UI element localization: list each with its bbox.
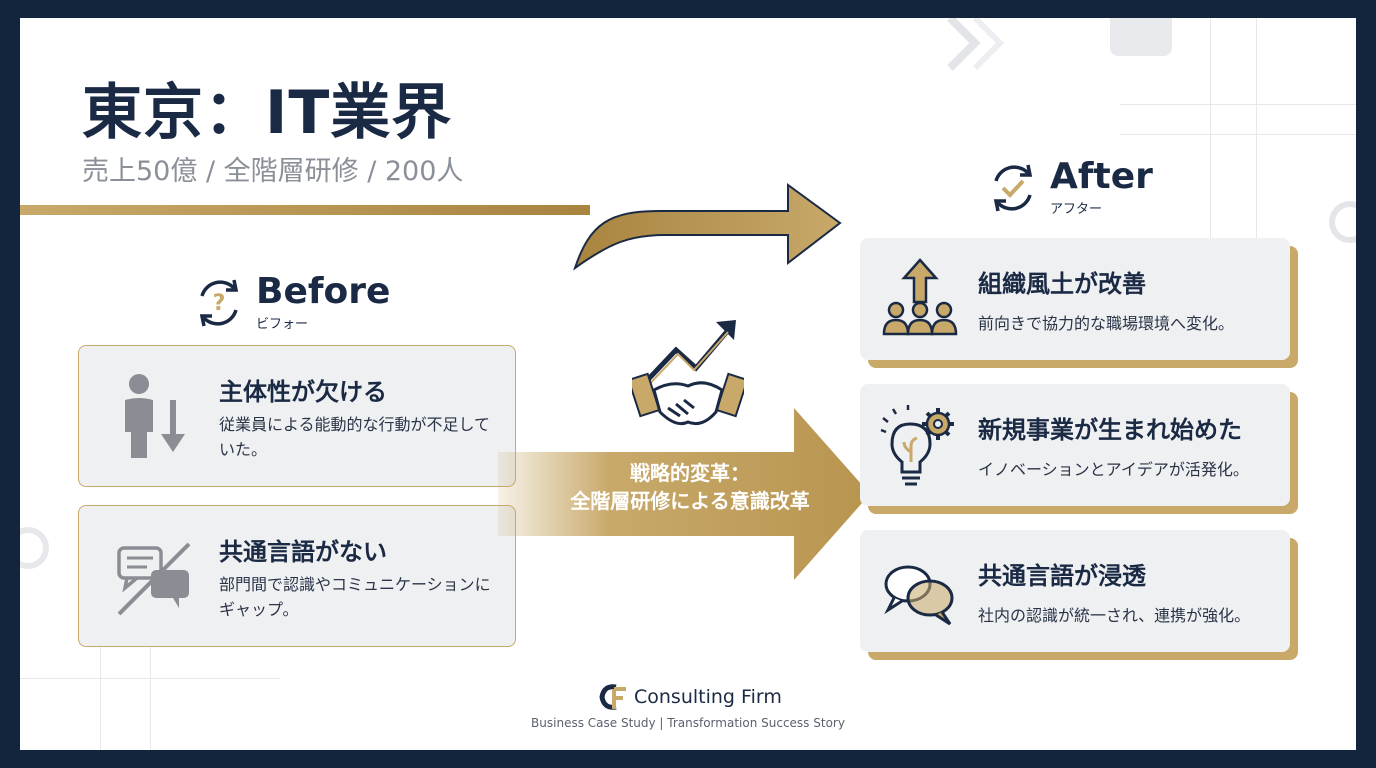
after-card-3: 共通言語が浸透 社内の認識が統一され、連携が強化。 [860, 530, 1290, 652]
page-subtitle: 売上50億 / 全階層研修 / 200人 [82, 156, 464, 187]
card-desc: 前向きで協力的な職場環境へ変化。 [978, 314, 1235, 333]
deco-block [1110, 18, 1172, 56]
card-desc: 従業員による能動的な行動が不足していた。 [219, 415, 491, 459]
page-title: 東京：IT業界 [82, 78, 453, 148]
transformation-line-1: 戦略的変革： [630, 461, 750, 485]
deco-line [150, 638, 151, 750]
card-desc: 部門間で認識やコミュニケーションにギャップ。 [219, 575, 491, 619]
transformation-arrow [498, 408, 870, 580]
deco-line [100, 638, 101, 750]
deco-line [1120, 134, 1356, 135]
cf-logo-icon [599, 684, 626, 710]
after-title: After [1050, 156, 1153, 197]
lightbulb-gear-icon [880, 405, 954, 486]
card-title: 新規事業が生まれ始めた [978, 416, 1242, 444]
gold-band [20, 205, 590, 215]
card-desc: イノベーションとアイデアが活発化。 [978, 460, 1249, 479]
deco-line [1210, 18, 1211, 248]
slide: 東京：IT業界 売上50億 / 全階層研修 / 200人 ? Before ビフ… [20, 18, 1356, 750]
deco-line [20, 678, 280, 679]
deco-ring [20, 527, 49, 569]
before-card-1: 主体性が欠ける 従業員による能動的な行動が不足していた。 [78, 345, 516, 487]
transformation-label: 戦略的変革： 全階層研修による意識改革 [540, 459, 840, 515]
person-down-arrow-icon [125, 374, 185, 458]
after-card-2: 新規事業が生まれ始めた イノベーションとアイデアが活発化。 [860, 384, 1290, 506]
card-title: 共通言語がない [219, 538, 387, 566]
before-subtitle: ビフォー [256, 317, 309, 332]
after-subtitle: アフター [1050, 202, 1103, 217]
after-header: After アフター [984, 158, 1153, 217]
deco-chevrons [947, 18, 1005, 71]
curved-arrow-icon [573, 183, 842, 271]
footer-tagline: Business Case Study | Transformation Suc… [531, 716, 845, 730]
before-title: Before [256, 271, 391, 312]
card-desc: 社内の認識が統一され、連携が強化。 [978, 606, 1251, 625]
card-title: 主体性が欠ける [219, 378, 387, 406]
question-cycle-icon: ? [199, 279, 239, 326]
before-header: ? Before ビフォー [190, 273, 390, 332]
transformation-line-2: 全階層研修による意識改革 [570, 489, 810, 513]
speech-bubbles-icon [884, 565, 954, 626]
team-up-arrow-icon [882, 258, 958, 336]
deco-ring [1329, 201, 1356, 243]
footer-company-name: Consulting Firm [634, 686, 782, 708]
before-card-2: 共通言語がない 部門間で認識やコミュニケーションにギャップ。 [78, 505, 516, 647]
speech-bubble-slash-icon [117, 542, 191, 616]
deco-line [1256, 18, 1257, 248]
footer-logo: Consulting Firm [598, 683, 782, 711]
card-title: 共通言語が浸透 [978, 562, 1146, 590]
deco-line [1120, 104, 1356, 105]
svg-text:?: ? [213, 291, 226, 316]
after-card-1: 組織風土が改善 前向きで協力的な職場環境へ変化。 [860, 238, 1290, 360]
card-title: 組織風土が改善 [978, 270, 1146, 298]
handshake-growth-icon [632, 320, 744, 426]
check-cycle-icon [993, 164, 1033, 211]
